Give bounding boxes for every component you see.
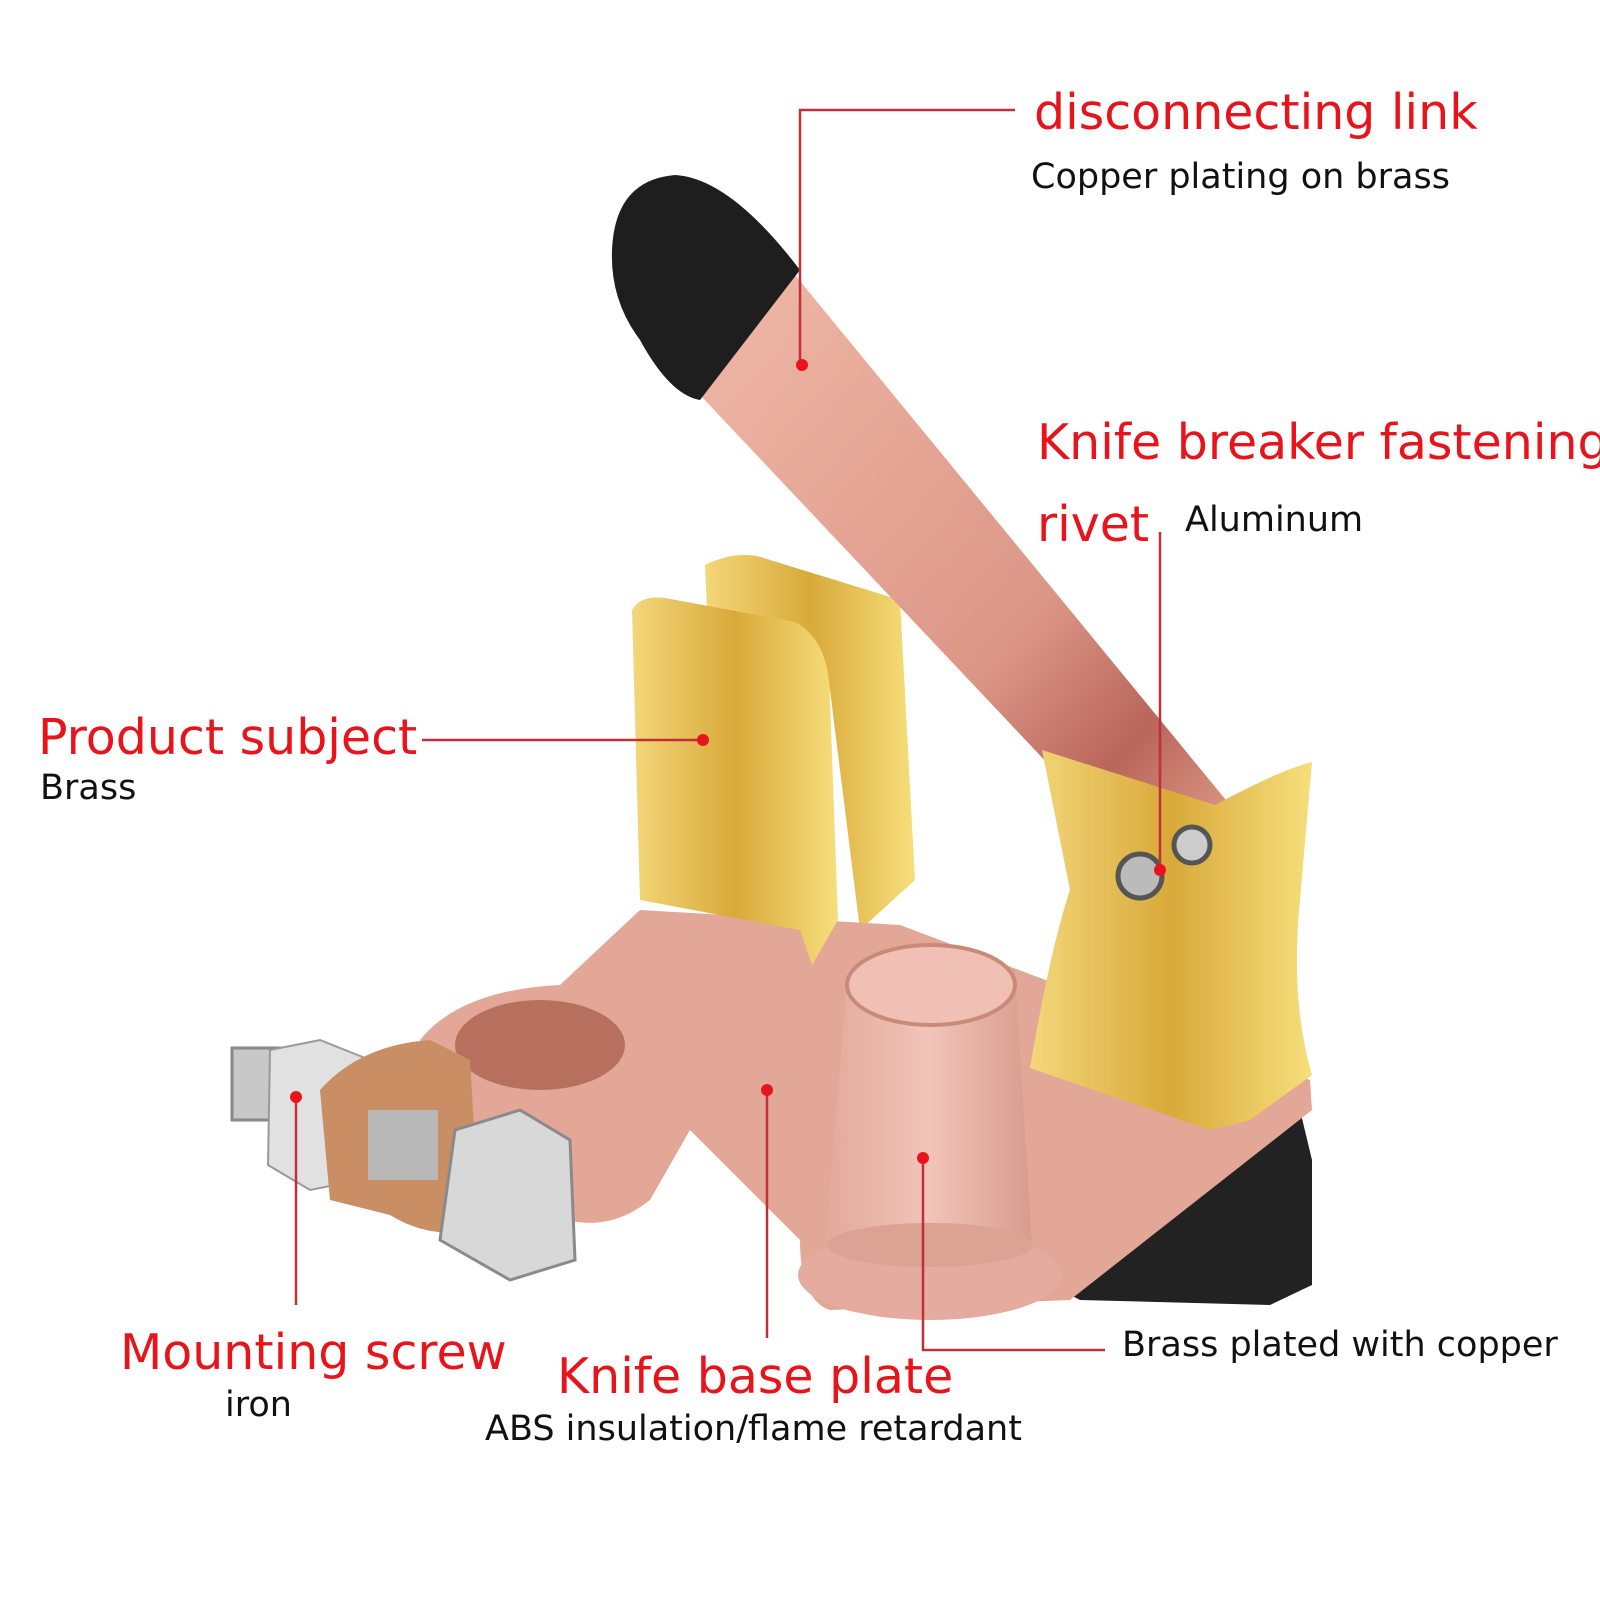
product-subject-shape <box>632 597 838 965</box>
leader-lines <box>294 108 1162 1352</box>
disconnecting-link-title: disconnecting link <box>1034 84 1478 141</box>
lever-cap-shape <box>611 175 800 400</box>
rivet-material: Aluminum <box>1185 500 1364 540</box>
terminal-post-shape <box>798 943 1062 1320</box>
disconnecting-link-material: Copper plating on brass <box>1031 157 1450 197</box>
knife-base-plate-material: ABS insulation/flame retardant <box>485 1409 1022 1449</box>
knife-base-plate-title: Knife base plate <box>557 1348 954 1405</box>
terminal-hole <box>455 1000 625 1090</box>
mounting-screw-shape <box>230 1038 577 1282</box>
product-subject-material: Brass <box>40 768 137 808</box>
rivet-title-line1: Knife breaker fastening <box>1037 414 1600 471</box>
product-subject-title: Product subject <box>38 709 418 766</box>
rear-clip-shape <box>1030 750 1312 1130</box>
mounting-screw-material: iron <box>225 1385 292 1425</box>
disconnecting-link-shape <box>700 275 1230 872</box>
rivet-shape <box>1115 824 1213 901</box>
rivet-title-line2: rivet <box>1037 496 1150 553</box>
leader-dots <box>290 359 1166 1164</box>
mounting-screw-title: Mounting screw <box>120 1324 507 1381</box>
terminal-post-material: Brass plated with copper <box>1122 1325 1558 1365</box>
back-clip-shape <box>705 555 915 930</box>
